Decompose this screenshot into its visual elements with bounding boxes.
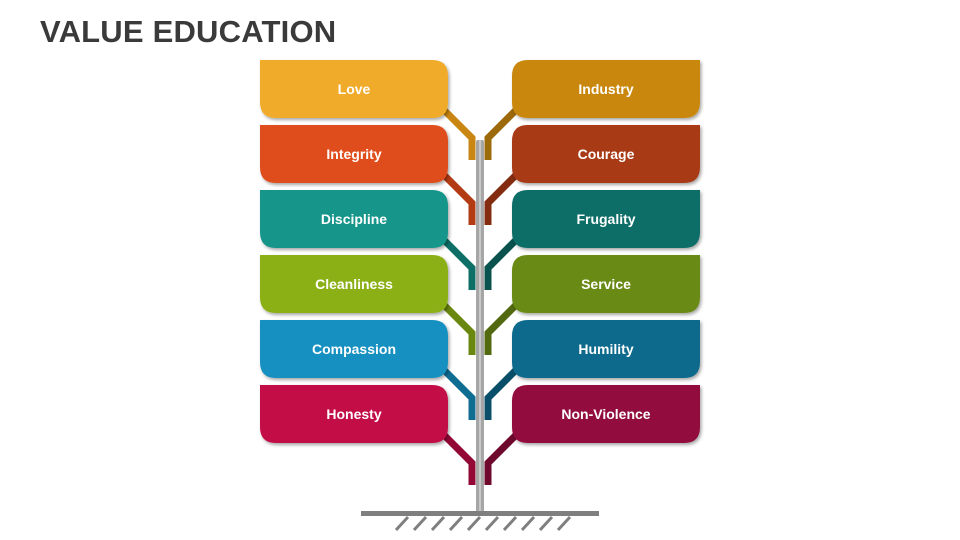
trunk (476, 140, 484, 512)
branch-discipline (439, 235, 476, 290)
branch-courage (484, 170, 521, 225)
ground-hatch (520, 515, 536, 532)
card-label: Integrity (326, 146, 381, 162)
branch-cleanliness (439, 300, 476, 355)
ground-hatch (502, 515, 518, 532)
ground-hatch (430, 515, 446, 532)
branch-compassion (439, 365, 476, 420)
branches (439, 105, 521, 485)
card-shape (512, 320, 700, 378)
branch-frugality (484, 235, 521, 290)
card-shape (512, 190, 700, 248)
card-shape (260, 255, 448, 313)
ground-hatch (412, 515, 428, 532)
value-card-frugality: Frugality (512, 190, 700, 248)
card-label: Industry (578, 81, 633, 97)
card-shape (512, 255, 700, 313)
value-card-love: Love (260, 60, 448, 118)
trunk-highlight (479, 140, 481, 512)
card-label: Compassion (312, 341, 396, 357)
branch-service (484, 300, 521, 355)
card-label: Discipline (321, 211, 387, 227)
value-card-courage: Courage (512, 125, 700, 183)
card-label: Courage (578, 146, 635, 162)
value-card-non-violence: Non-Violence (512, 385, 700, 443)
card-label: Frugality (576, 211, 635, 227)
value-cards: LoveIntegrityDisciplineCleanlinessCompas… (260, 60, 700, 443)
branch-non-violence (484, 430, 521, 485)
value-card-industry: Industry (512, 60, 700, 118)
card-shape (260, 190, 448, 248)
value-card-cleanliness: Cleanliness (260, 255, 448, 313)
card-label: Love (338, 81, 371, 97)
ground (361, 511, 599, 532)
ground-hatch (466, 515, 482, 532)
ground-hatch (394, 515, 410, 532)
value-card-humility: Humility (512, 320, 700, 378)
value-card-integrity: Integrity (260, 125, 448, 183)
ground-hatch (484, 515, 500, 532)
value-card-compassion: Compassion (260, 320, 448, 378)
card-shape (260, 60, 448, 118)
card-shape (512, 125, 700, 183)
card-shape (512, 60, 700, 118)
ground-hatch (538, 515, 554, 532)
branch-love (439, 105, 476, 160)
branch-humility (484, 365, 521, 420)
card-shape (512, 385, 700, 443)
value-card-honesty: Honesty (260, 385, 448, 443)
ground-hatch (556, 515, 572, 532)
value-card-service: Service (512, 255, 700, 313)
card-shape (260, 125, 448, 183)
value-card-discipline: Discipline (260, 190, 448, 248)
card-shape (260, 320, 448, 378)
card-label: Honesty (326, 406, 381, 422)
card-label: Non-Violence (561, 406, 650, 422)
page-title: VALUE EDUCATION (40, 14, 337, 49)
card-label: Cleanliness (315, 276, 393, 292)
ground-hatch (448, 515, 464, 532)
card-label: Humility (578, 341, 633, 357)
branch-integrity (439, 170, 476, 225)
card-shape (260, 385, 448, 443)
card-label: Service (581, 276, 631, 292)
branch-industry (484, 105, 521, 160)
ground-line (361, 511, 599, 516)
branch-honesty (439, 430, 476, 485)
